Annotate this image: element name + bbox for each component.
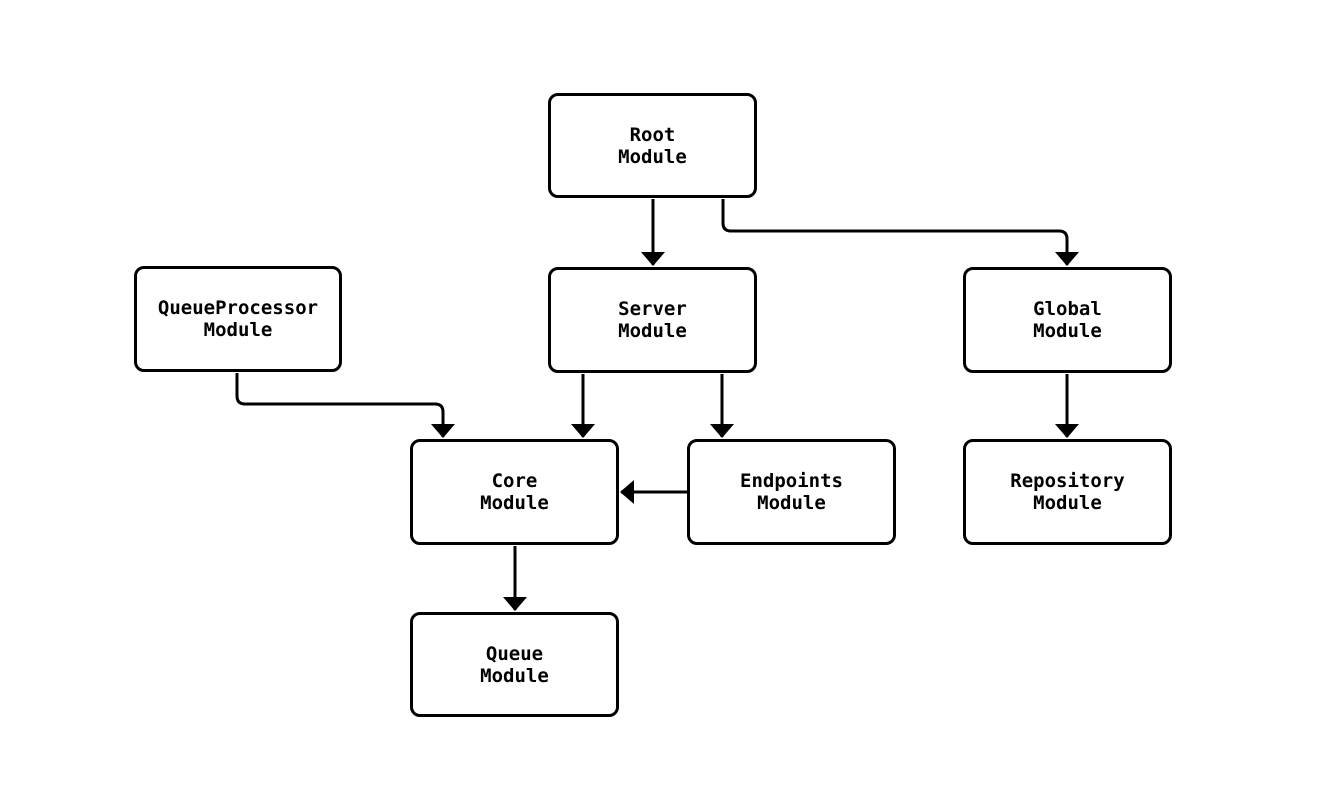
node-label-line2: Module [480,492,549,514]
node-label-line1: Queue [485,642,544,665]
node-label-line1: Global [1033,298,1102,320]
node-label-line1: Root [629,123,676,146]
node-label-line2: Module [618,145,687,168]
node-label-line2: Module [757,492,826,514]
node-label-line1: Repository [1010,470,1125,492]
node-label-line1: Core [491,470,538,492]
edge-root-to-global [721,199,1079,266]
diagram-edges [235,199,1079,611]
edge-queueprocessor-to-core [235,373,455,438]
node-label-line2: Module [1033,492,1102,514]
node-label-line1: Server [618,298,687,320]
node-label-line2: Module [480,664,549,687]
node-label-line1: Endpoints [740,470,843,492]
node-label-line2: Module [1033,320,1102,342]
node-label-line2: Module [618,320,687,342]
node-label-line2: Module [203,319,273,341]
node-label-line1: QueueProcessor [157,297,319,319]
